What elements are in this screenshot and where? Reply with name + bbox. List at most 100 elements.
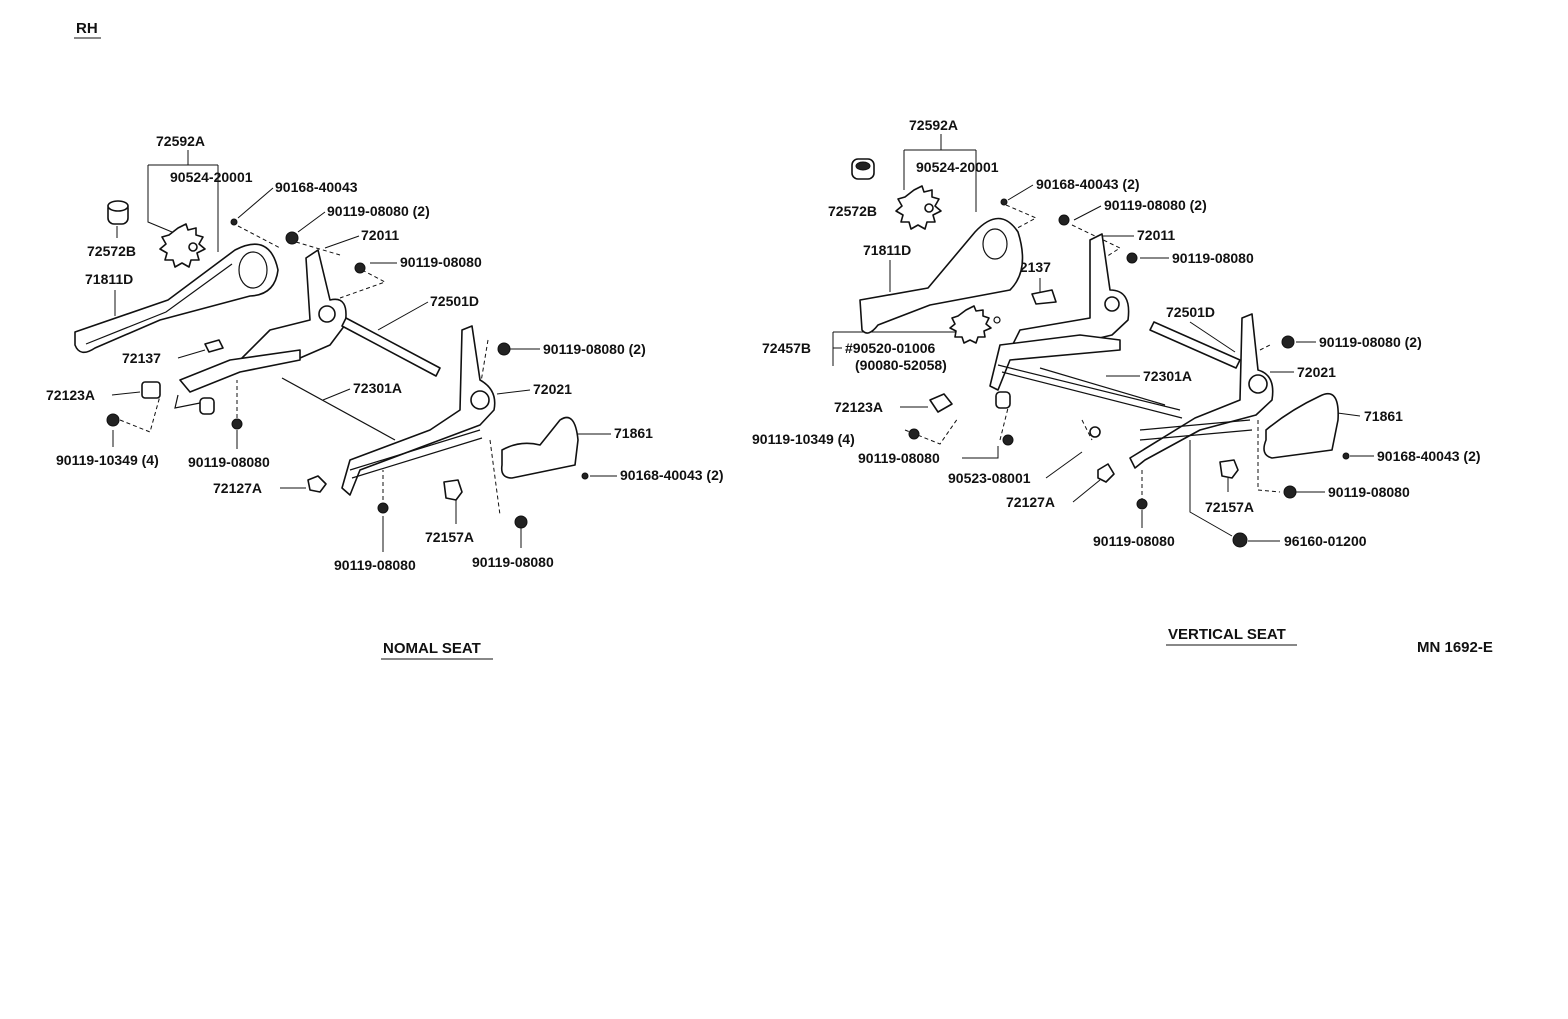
part-71811D-boss	[238, 251, 268, 289]
leader-90119-2a	[297, 211, 326, 233]
part-normal-lever-knob	[199, 397, 215, 415]
part-screw-90168	[230, 218, 238, 226]
v-part-lever-frame	[989, 334, 1121, 391]
vertical-seat-diagram: 72592A 90524-20001 72572B 90168-40043 (2…	[752, 117, 1493, 656]
label-71861: 71861	[614, 425, 653, 441]
part-bolt-90119c	[377, 502, 389, 514]
v-part-lower-rail	[1139, 419, 1253, 441]
label-90119-08080a: 90119-08080	[400, 254, 482, 270]
label-v-72021: 72021	[1297, 364, 1336, 380]
v-part-90520-pin	[993, 316, 1001, 324]
normal-seat-diagram: 72592A 90524-20001 90168-40043 72572B 71…	[46, 133, 724, 660]
label-v-90119-08080-2a: 90119-08080 (2)	[1104, 197, 1207, 213]
label-v-90119-08080c: 90119-08080	[1328, 484, 1410, 500]
part-72011-pivot	[318, 305, 336, 323]
v-part-72301A-cable	[1039, 367, 1166, 406]
label-v-90119-08080-2b: 90119-08080 (2)	[1319, 334, 1422, 350]
v-part-bolt-90119c	[1283, 485, 1297, 499]
part-normal-rail	[349, 429, 483, 479]
leader-90168-40043	[237, 187, 274, 219]
label-72592A: 72592A	[156, 133, 205, 149]
label-v-90119-08080b: 90119-08080	[858, 450, 940, 466]
label-v-72572B: 72572B	[828, 203, 877, 219]
label-90119-08080b: 90119-08080	[188, 454, 270, 470]
label-v-90520-01006: #90520-01006	[845, 340, 936, 356]
part-bolt-90119b	[231, 418, 243, 430]
label-90168-40043-2: 90168-40043 (2)	[620, 467, 724, 483]
v-leader-72127A	[1072, 479, 1101, 503]
leader-72592A	[147, 150, 219, 252]
v-leader-90168-2	[1007, 184, 1034, 201]
v-part-72011-bracket	[1009, 233, 1130, 351]
v-leader-72592A	[903, 134, 977, 212]
leader-72301A	[322, 388, 351, 401]
part-72301A-cable	[281, 377, 396, 441]
v-part-washer-90523	[1089, 426, 1101, 438]
v-part-bolt-90119-2a	[1058, 214, 1070, 226]
v-leader-90119b	[962, 446, 999, 459]
v-part-71861-cover	[1263, 392, 1339, 459]
part-72021-bracket	[341, 325, 496, 496]
part-normal-lever-handle	[174, 394, 206, 409]
v-part-72127A	[1097, 463, 1115, 483]
label-v-90119-10349: 90119-10349 (4)	[752, 431, 855, 447]
label-72127A: 72127A	[213, 480, 262, 496]
side-label: RH	[76, 20, 98, 37]
label-72011: 72011	[361, 227, 399, 243]
label-72137: 72137	[122, 350, 161, 366]
label-v-96160-01200: 96160-01200	[1284, 533, 1367, 549]
label-72157A: 72157A	[425, 529, 474, 545]
label-v-72501D: 72501D	[1166, 304, 1215, 320]
part-72123A	[141, 381, 161, 399]
part-72501D-rod	[341, 317, 441, 377]
v-part-bolt-90119d	[1136, 498, 1148, 510]
part-bolt-90119-2a	[285, 231, 299, 245]
part-71811D-edge	[85, 263, 233, 345]
label-90119-08080-2b: 90119-08080 (2)	[543, 341, 646, 357]
v-part-bolt-90119-10349	[908, 428, 920, 440]
v-part-bolt-90119a	[1126, 252, 1138, 264]
label-90119-08080c: 90119-08080	[334, 557, 416, 573]
v-leader-72501D	[1189, 321, 1236, 353]
part-72021-pivot	[470, 390, 490, 410]
v-part-96160	[1232, 532, 1248, 548]
label-v-72157A: 72157A	[1205, 499, 1254, 515]
v-part-72572B-top	[855, 161, 871, 171]
vertical-seat-caption: VERTICAL SEAT	[1168, 626, 1286, 643]
part-71861-cover	[500, 416, 579, 479]
label-v-90524-20001: 90524-20001	[916, 159, 999, 175]
v-part-71811D-boss	[982, 228, 1008, 260]
part-normal-lever-bar	[179, 349, 301, 393]
diagram-code: MN 1692-E	[1417, 639, 1493, 656]
label-90168-40043: 90168-40043	[275, 179, 358, 195]
v-leader-90523	[1045, 451, 1083, 479]
v-part-72592A-hub	[924, 203, 934, 213]
leader-72021	[496, 389, 531, 395]
v-part-72123A	[929, 393, 953, 413]
leader-72137	[177, 349, 206, 359]
v-part-72021-bracket	[1129, 313, 1274, 469]
label-v-71861: 71861	[1364, 408, 1403, 424]
label-v-90080-52058: (90080-52058)	[855, 357, 947, 373]
v-part-72137	[1031, 289, 1057, 305]
label-72123A: 72123A	[46, 387, 95, 403]
part-bolt-90119-10349	[106, 413, 120, 427]
label-v-90168-40043-2b: 90168-40043 (2)	[1377, 448, 1481, 464]
v-part-bolt-90119-2b	[1281, 335, 1295, 349]
v-part-72021-pivot	[1248, 374, 1268, 394]
v-part-72011-pivot	[1104, 296, 1120, 312]
label-v-90523-08001: 90523-08001	[948, 470, 1031, 486]
part-bolt-90119a	[354, 262, 366, 274]
leader-72011	[324, 235, 360, 249]
v-leader-96160	[1189, 440, 1280, 542]
label-90119-08080d: 90119-08080	[472, 554, 554, 570]
label-72572B: 72572B	[87, 243, 136, 259]
label-v-72457B: 72457B	[762, 340, 811, 356]
label-v-90119-08080a: 90119-08080	[1172, 250, 1254, 266]
label-v-90119-08080d: 90119-08080	[1093, 533, 1175, 549]
v-part-rails	[997, 364, 1183, 419]
part-71811D-cover	[74, 243, 279, 354]
v-part-bolt-90119b	[1002, 434, 1014, 446]
